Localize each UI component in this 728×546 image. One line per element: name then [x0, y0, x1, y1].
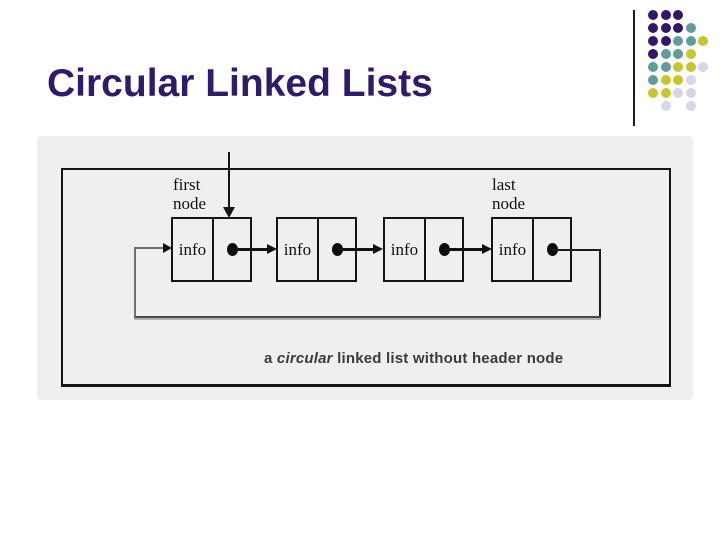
pattern-dot-icon: [648, 49, 658, 59]
pattern-dot-icon: [673, 36, 683, 46]
external-pointer-arrow-line: [228, 152, 230, 207]
pattern-dot-icon: [673, 88, 683, 98]
pattern-dot-icon: [673, 62, 683, 72]
pattern-dot-icon: [660, 23, 671, 33]
pattern-dot-icon: [648, 88, 658, 98]
node-3-info-cell: info: [385, 219, 426, 280]
figure-caption: a circular linked list without header no…: [264, 350, 563, 367]
circular-link-line-left: [134, 247, 136, 317]
node-2-pointer-cell: [319, 219, 355, 280]
next-pointer-arrow-1: [232, 244, 277, 254]
pattern-dot-icon: [673, 23, 683, 33]
caption-italic-word: circular: [276, 350, 333, 367]
pattern-dot-icon: [648, 62, 658, 72]
node-4-info-cell: info: [493, 219, 534, 280]
pattern-dot-icon: [685, 88, 696, 98]
circular-link-arrowhead-icon: [163, 243, 172, 253]
node-1-info-cell: info: [173, 219, 214, 280]
slide-title: Circular Linked Lists: [47, 62, 433, 105]
circular-link-line-bottom: [134, 316, 601, 320]
pattern-dot-icon: [660, 101, 671, 111]
last-node-label: last node: [492, 175, 526, 213]
pattern-dot-icon: [685, 62, 696, 72]
pattern-dot-icon: [698, 36, 708, 46]
dots-decoration: [648, 10, 718, 122]
pattern-dot-icon: [660, 10, 671, 20]
pattern-dot-icon: [685, 36, 696, 46]
figure-frame: [61, 168, 671, 387]
pattern-dot-icon: [698, 62, 708, 72]
pattern-dot-icon: [648, 36, 658, 46]
caption-rest: linked list without header node: [337, 350, 564, 367]
circular-link-line-right: [599, 249, 601, 318]
pattern-dot-icon: [660, 49, 671, 59]
figure-panel: [37, 136, 693, 400]
pattern-dot-icon: [648, 23, 658, 33]
pattern-dot-icon: [660, 62, 671, 72]
caption-word: a: [264, 350, 273, 367]
external-pointer-arrowhead-icon: [223, 207, 235, 218]
decorative-divider-line: [633, 10, 635, 126]
pattern-dot-icon: [673, 10, 683, 20]
pattern-dot-icon: [648, 10, 658, 20]
pattern-dot-icon: [673, 75, 683, 85]
pattern-dot-icon: [660, 75, 671, 85]
pattern-dot-icon: [660, 36, 671, 46]
circular-link-entry-line: [134, 247, 163, 249]
next-pointer-arrow-2: [338, 244, 383, 254]
pattern-dot-icon: [685, 75, 696, 85]
pattern-dot-icon: [673, 49, 683, 59]
pattern-dot-icon: [660, 88, 671, 98]
pattern-dot-icon: [685, 23, 696, 33]
pattern-dot-icon: [648, 75, 658, 85]
next-pointer-arrow-3: [444, 244, 492, 254]
pattern-dot-icon: [685, 49, 696, 59]
pointer-dot-icon: [331, 243, 343, 256]
pattern-dot-icon: [685, 101, 696, 111]
first-node-label: first node: [173, 175, 207, 213]
node-2-info-cell: info: [278, 219, 319, 280]
circular-link-line-top: [552, 249, 601, 251]
